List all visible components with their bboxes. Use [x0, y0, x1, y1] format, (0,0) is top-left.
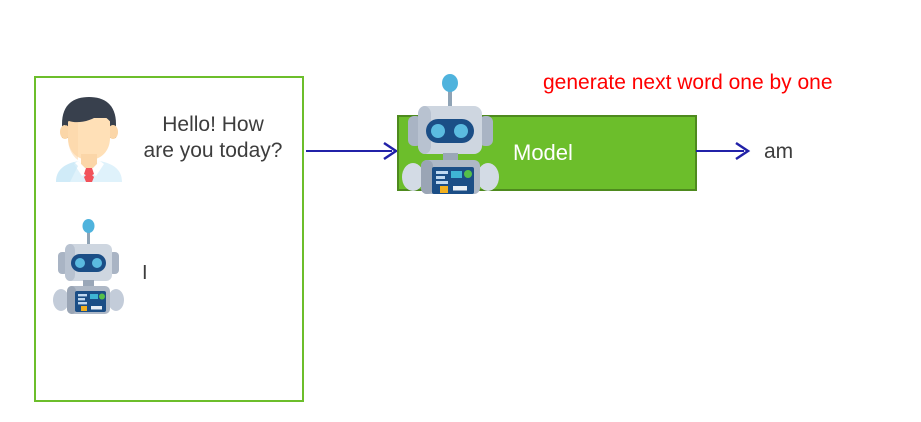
- robot-avatar-icon: [50, 218, 128, 314]
- input-arrow-icon: [306, 141, 399, 161]
- annotation-text: generate next word one by one: [543, 71, 833, 94]
- robot-avatar-icon: [398, 72, 504, 194]
- bot-message-row: I: [48, 218, 298, 318]
- bot-message-text: I: [142, 262, 148, 284]
- businessman-avatar-icon: [48, 94, 130, 182]
- model-label: Model: [513, 140, 573, 165]
- user-message-row: Hello! How are you today?: [48, 94, 298, 184]
- output-word: am: [764, 140, 794, 163]
- conversation-panel: Hello! How are you today?: [34, 76, 304, 402]
- user-message-text: Hello! How are you today?: [143, 113, 283, 162]
- output-arrow-icon: [696, 141, 751, 161]
